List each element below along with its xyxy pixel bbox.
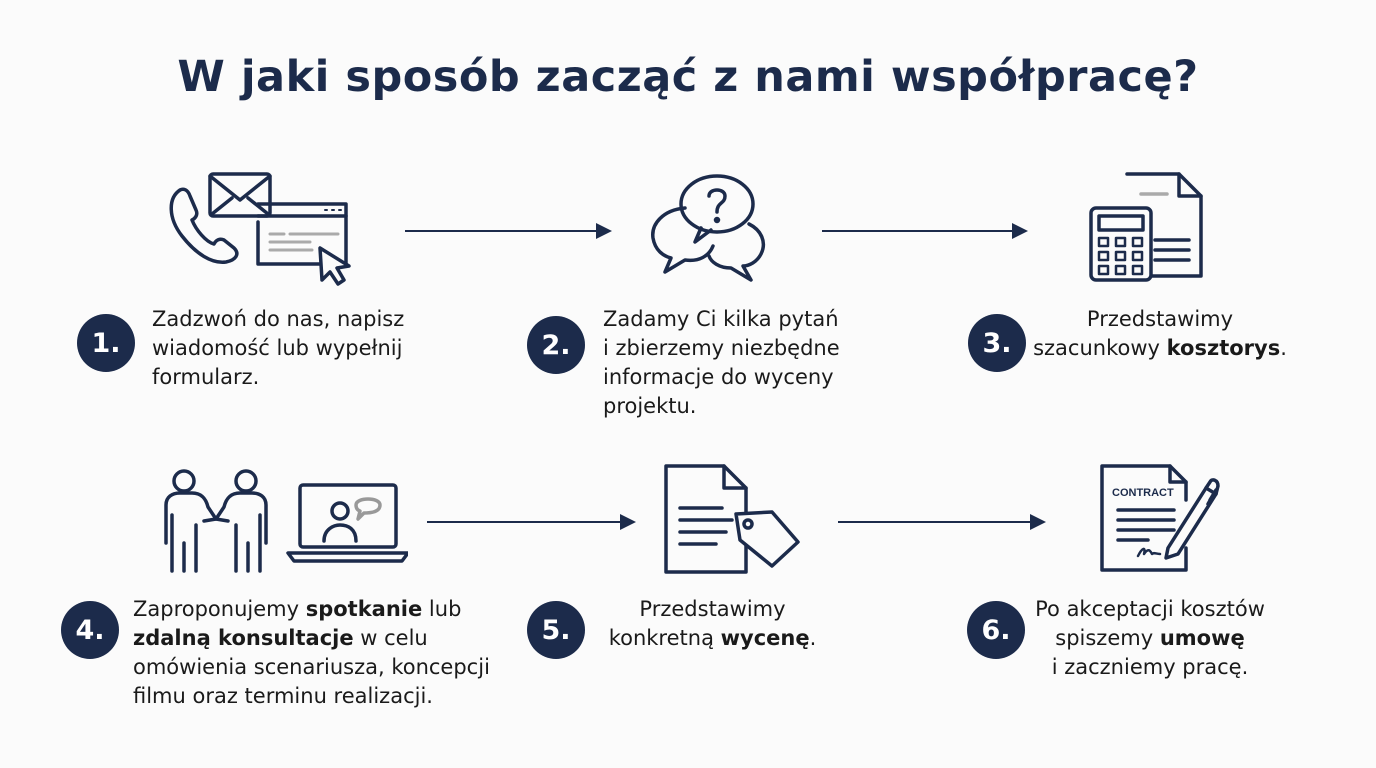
meeting-video-call-icon: [164, 469, 408, 573]
step-number-badge: 3.: [968, 314, 1026, 372]
step-text-line: Przedstawimy: [1030, 305, 1290, 334]
step-text-line: Zadamy Ci kilka pytań: [603, 305, 840, 334]
step-1-text: Zadzwoń do nas, napisz wiadomość lub wype…: [152, 305, 404, 392]
step-number-badge: 2.: [527, 316, 585, 374]
step-text-segment: .: [809, 626, 817, 650]
step-text-segment: projektu.: [603, 394, 697, 418]
step-text-bold: spotkanie: [305, 597, 423, 621]
step-text-segment: Przedstawimy: [639, 597, 786, 621]
step-text-segment: Przedstawimy: [1086, 307, 1234, 331]
step-text-line: omówienia scenariusza, koncepcji: [133, 653, 490, 682]
step-text-segment: filmu oraz terminu realizacji.: [133, 684, 433, 708]
step-number-badge: 5.: [527, 601, 585, 659]
contact-channels-icon: [169, 172, 351, 286]
question-chat-icon: [651, 174, 766, 282]
step-text-line: szacunkowy kosztorys.: [1030, 334, 1290, 363]
calculator-document-icon: [1089, 172, 1203, 282]
step-text-segment: Po akceptacji kosztów: [1035, 597, 1265, 621]
page-title: W jaki sposób zacząć z nami współpracę?: [177, 52, 1199, 102]
step-text-line: spiszemy umowę: [1025, 624, 1275, 653]
step-number-badge: 1.: [77, 314, 135, 372]
arrow-step2-to-3: [822, 223, 1028, 239]
contract-label: CONTRACT: [1112, 487, 1174, 499]
step-text-line: Przedstawimy: [590, 595, 835, 624]
step-text-segment: wiadomość lub wypełnij: [152, 336, 403, 360]
step-text-segment: konkretną: [608, 626, 721, 650]
step-2-text: Zadamy Ci kilka pytań i zbierzemy niezbęd…: [603, 305, 840, 421]
step-text-segment: lub: [422, 597, 462, 621]
step-text-segment: i zbierzemy niezbędne: [603, 336, 840, 360]
step-text-line: i zaczniemy pracę.: [1025, 653, 1275, 682]
step-text-segment: Zadzwoń do nas, napisz: [152, 307, 405, 331]
step-text-segment: informacje do wyceny: [603, 365, 834, 389]
arrow-step1-to-2: [405, 223, 612, 239]
step-text-segment: spiszemy: [1055, 626, 1160, 650]
step-text-line: filmu oraz terminu realizacji.: [133, 682, 490, 711]
step-text-segment: i zaczniemy pracę.: [1051, 655, 1249, 679]
step-text-line: wiadomość lub wypełnij: [152, 334, 404, 363]
step-text-line: projektu.: [603, 392, 840, 421]
step-text-segment: szacunkowy: [1033, 336, 1167, 360]
step-text-segment: omówienia scenariusza, koncepcji: [133, 655, 490, 679]
step-text-line: Zadzwoń do nas, napisz: [152, 305, 404, 334]
contract-signing-icon: CONTRACT: [1100, 464, 1220, 572]
step-text-segment: .: [1280, 336, 1287, 360]
step-number-badge: 4.: [61, 601, 119, 659]
step-number-badge: 6.: [967, 601, 1025, 659]
step-text-bold: kosztorys: [1166, 336, 1281, 360]
step-text-segment: Zaproponujemy: [133, 597, 306, 621]
step-text-line: informacje do wyceny: [603, 363, 840, 392]
step-text-line: i zbierzemy niezbędne: [603, 334, 840, 363]
arrow-step4-to-5: [427, 514, 636, 530]
step-text-segment: Zadamy Ci kilka pytań: [603, 307, 839, 331]
document-price-tag-icon: [664, 464, 800, 574]
step-5-text: Przedstawimy konkretną wycenę.: [590, 595, 835, 653]
step-text-line: Zaproponujemy spotkanie lub: [133, 595, 490, 624]
arrow-step5-to-6: [838, 514, 1046, 530]
step-3-text: Przedstawimy szacunkowy kosztorys.: [1030, 305, 1290, 363]
step-text-segment: formularz.: [152, 365, 260, 389]
step-text-line: konkretną wycenę.: [590, 624, 835, 653]
step-text-bold: umowę: [1159, 626, 1245, 650]
step-text-bold: zdalną konsultacje: [133, 626, 354, 650]
step-text-line: zdalną konsultacje w celu: [133, 624, 490, 653]
step-text-line: formularz.: [152, 363, 404, 392]
step-text-segment: w celu: [353, 626, 428, 650]
step-text-line: Po akceptacji kosztów: [1025, 595, 1275, 624]
step-text-bold: wycenę: [720, 626, 810, 650]
